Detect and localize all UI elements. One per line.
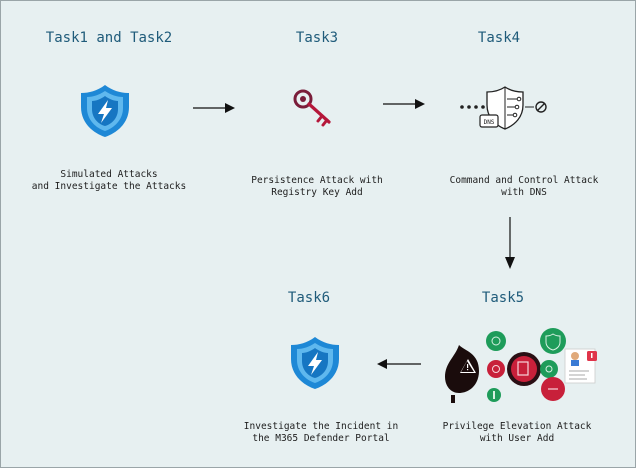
caption-line: Registry Key Add xyxy=(271,187,363,198)
task1-task2-title: Task1 and Task2 xyxy=(45,30,173,46)
caption-line: Simulated Attacks xyxy=(60,169,158,180)
dns-shield-icon: DNS xyxy=(460,86,547,130)
dns-label: DNS xyxy=(484,119,495,126)
task3-title: Task3 xyxy=(295,30,339,46)
task6-title: Task6 xyxy=(287,290,331,306)
defender-shield-icon xyxy=(291,337,339,389)
flow-arrow-down xyxy=(505,217,515,269)
task1-task2-caption: Simulated Attacks and Investigate the At… xyxy=(9,169,209,193)
task6-caption: Investigate the Incident in the M365 Def… xyxy=(219,421,423,445)
caption-line: and Investigate the Attacks xyxy=(31,181,187,192)
flow-arrow-right xyxy=(193,103,235,113)
task5-title: Task5 xyxy=(481,290,525,306)
privilege-elevation-icon xyxy=(445,328,597,403)
task4-caption: Command and Control Attack with DNS xyxy=(429,175,619,199)
caption-line: Command and Control Attack xyxy=(449,175,599,186)
caption-line: Investigate the Incident in xyxy=(243,421,399,432)
task3-caption: Persistence Attack with Registry Key Add xyxy=(227,175,407,199)
task5-caption: Privilege Elevation Attack with User Add xyxy=(417,421,617,445)
task4-title: Task4 xyxy=(477,30,521,46)
registry-key-icon xyxy=(293,89,331,127)
caption-line: Privilege Elevation Attack xyxy=(442,421,592,432)
flow-arrow-left xyxy=(377,359,421,369)
caption-line: Persistence Attack with xyxy=(251,175,383,186)
caption-line: with DNS xyxy=(501,187,547,198)
caption-line: the M365 Defender Portal xyxy=(252,433,390,444)
defender-shield-icon xyxy=(81,85,129,137)
caption-line: with User Add xyxy=(479,433,555,444)
flow-arrow-right xyxy=(383,99,425,109)
